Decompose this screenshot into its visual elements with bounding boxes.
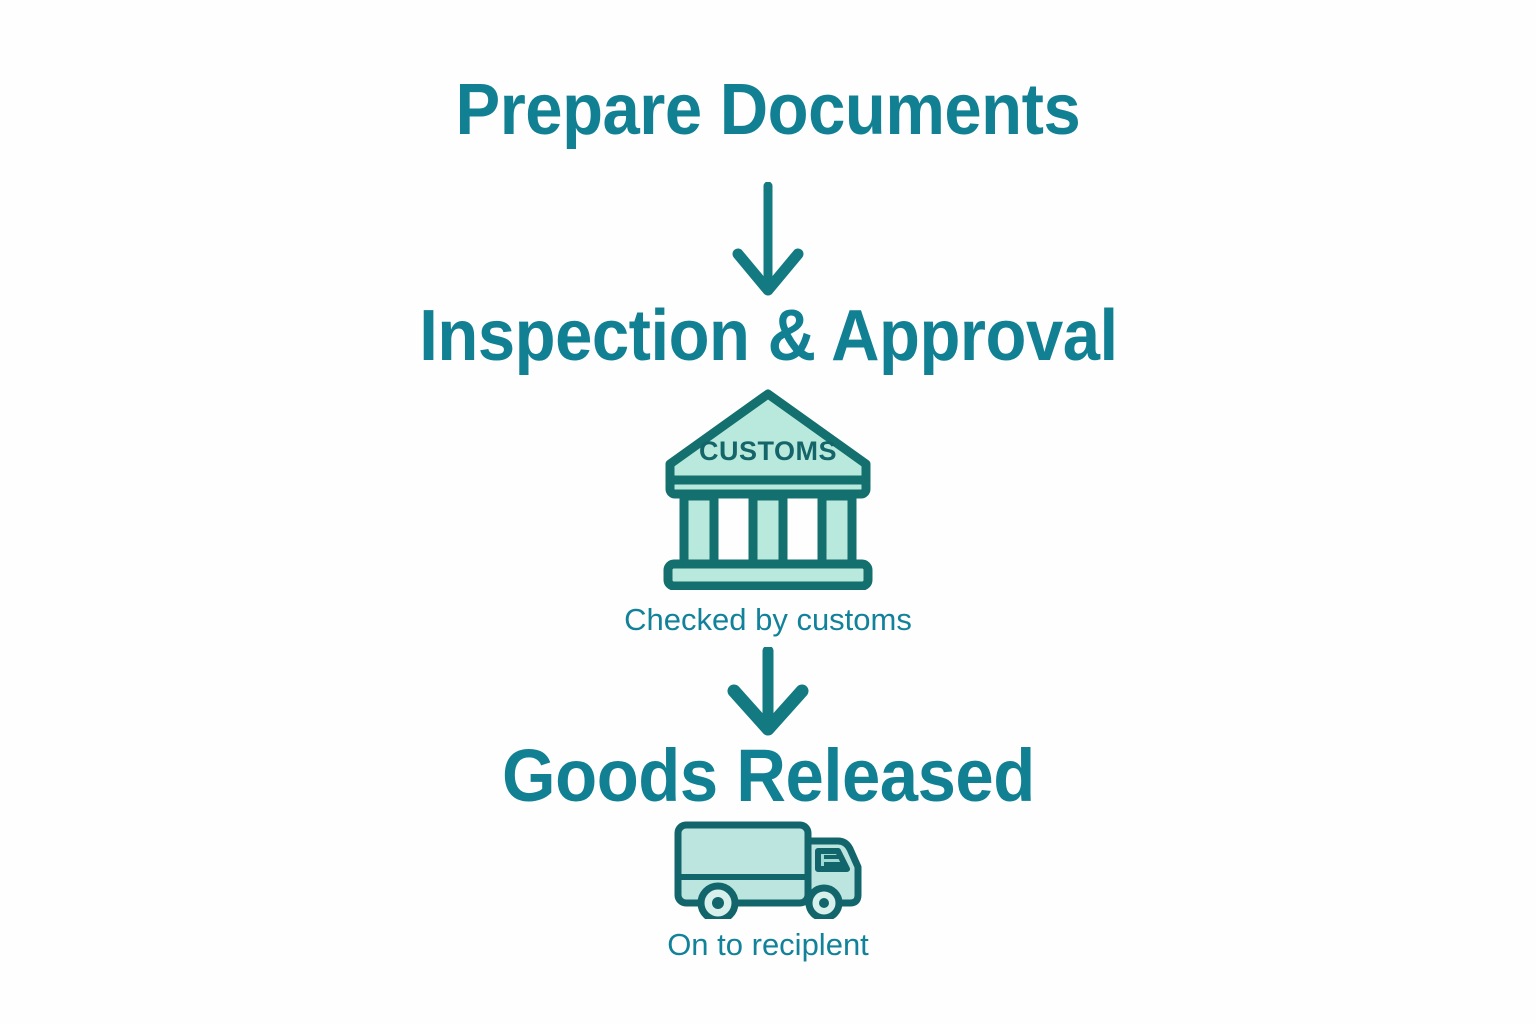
- caption-on-to-recipient: On to reciplent: [667, 927, 869, 962]
- customs-building-label: CUSTOMS: [699, 436, 837, 466]
- customs-step-icon-block: CUSTOMS Checked by customs: [624, 388, 912, 635]
- step-title-inspection-approval: Inspection & Approval: [418, 296, 1118, 376]
- arrow-down-icon: [727, 647, 809, 736]
- goods-released-icon-block: On to reciplent: [667, 819, 869, 960]
- step-title-prepare-documents: Prepare Documents: [455, 70, 1081, 150]
- connector-arrow-1: [720, 182, 816, 300]
- caption-checked-by-customs: Checked by customs: [624, 602, 912, 637]
- arrow-down-icon: [732, 182, 804, 296]
- connector-arrow-2: [720, 647, 816, 739]
- delivery-truck-icon: [674, 821, 862, 919]
- customs-building-icon: CUSTOMS: [663, 389, 873, 590]
- step-title-goods-released: Goods Released: [501, 734, 1035, 817]
